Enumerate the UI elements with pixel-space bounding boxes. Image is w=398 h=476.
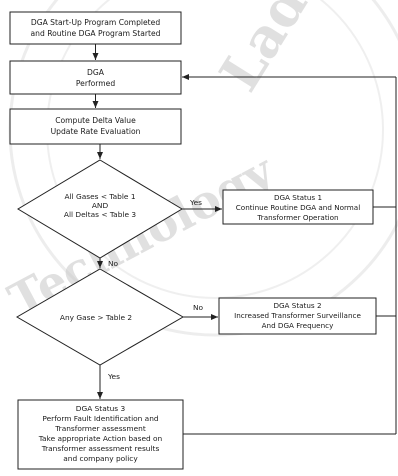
start-box-line2: and Routine DGA Program Started xyxy=(31,29,161,38)
status-3-line1: DGA Status 3 xyxy=(76,404,126,413)
connectors xyxy=(92,44,397,435)
decision2-yes-label: Yes xyxy=(107,372,120,381)
decision-1-line1: All Gases < Table 1 xyxy=(64,192,135,201)
decision-1-line3: All Deltas < Table 3 xyxy=(64,210,136,219)
decision1-yes-label: Yes xyxy=(189,198,202,207)
status-1-line2: Continue Routine DGA and Normal xyxy=(236,203,360,212)
decision1-no-label: No xyxy=(108,259,119,268)
status-3-line5: Transformer assessment results xyxy=(41,444,160,453)
compute-box: Compute Delta Value Update Rate Evaluati… xyxy=(9,108,182,145)
status-2-line3: And DGA Frequency xyxy=(262,321,335,330)
status-1-line3: Transformer Operation xyxy=(256,213,338,222)
decision-2-line1: Any Gase > Table 2 xyxy=(60,313,132,322)
status-3-line3: Transformer assessment xyxy=(54,424,146,433)
decision2-no-label: No xyxy=(193,303,204,312)
decision-1-line2: AND xyxy=(92,201,109,210)
status-1-box: DGA Status 1 Continue Routine DGA and No… xyxy=(222,189,374,225)
watermark: Ladkra Technology xyxy=(0,0,398,337)
start-box-line1: DGA Start-Up Program Completed xyxy=(31,18,160,27)
compute-line1: Compute Delta Value xyxy=(55,116,136,125)
compute-line2: Update Rate Evaluation xyxy=(51,127,141,136)
dga-performed-line2: Performed xyxy=(76,79,115,88)
watermark-text-a: Ladkra xyxy=(207,0,373,102)
status-3-line6: and company policy xyxy=(63,454,138,463)
start-box: DGA Start-Up Program Completed and Routi… xyxy=(9,11,182,45)
status-3-line2: Perform Fault Identification and xyxy=(42,414,158,423)
edge-labels: Yes No No Yes xyxy=(107,198,203,381)
status-3-line4: Take appropriate Action based on xyxy=(38,434,163,443)
status-2-line1: DGA Status 2 xyxy=(273,301,321,310)
dga-performed-line1: DGA xyxy=(87,68,105,77)
dga-performed-box: DGA Performed xyxy=(9,60,182,95)
status-2-box: DGA Status 2 Increased Transformer Surve… xyxy=(218,297,377,335)
status-1-line1: DGA Status 1 xyxy=(274,193,322,202)
status-3-box: DGA Status 3 Perform Fault Identificatio… xyxy=(17,399,184,470)
status-2-line2: Increased Transformer Surveillance xyxy=(234,311,361,320)
